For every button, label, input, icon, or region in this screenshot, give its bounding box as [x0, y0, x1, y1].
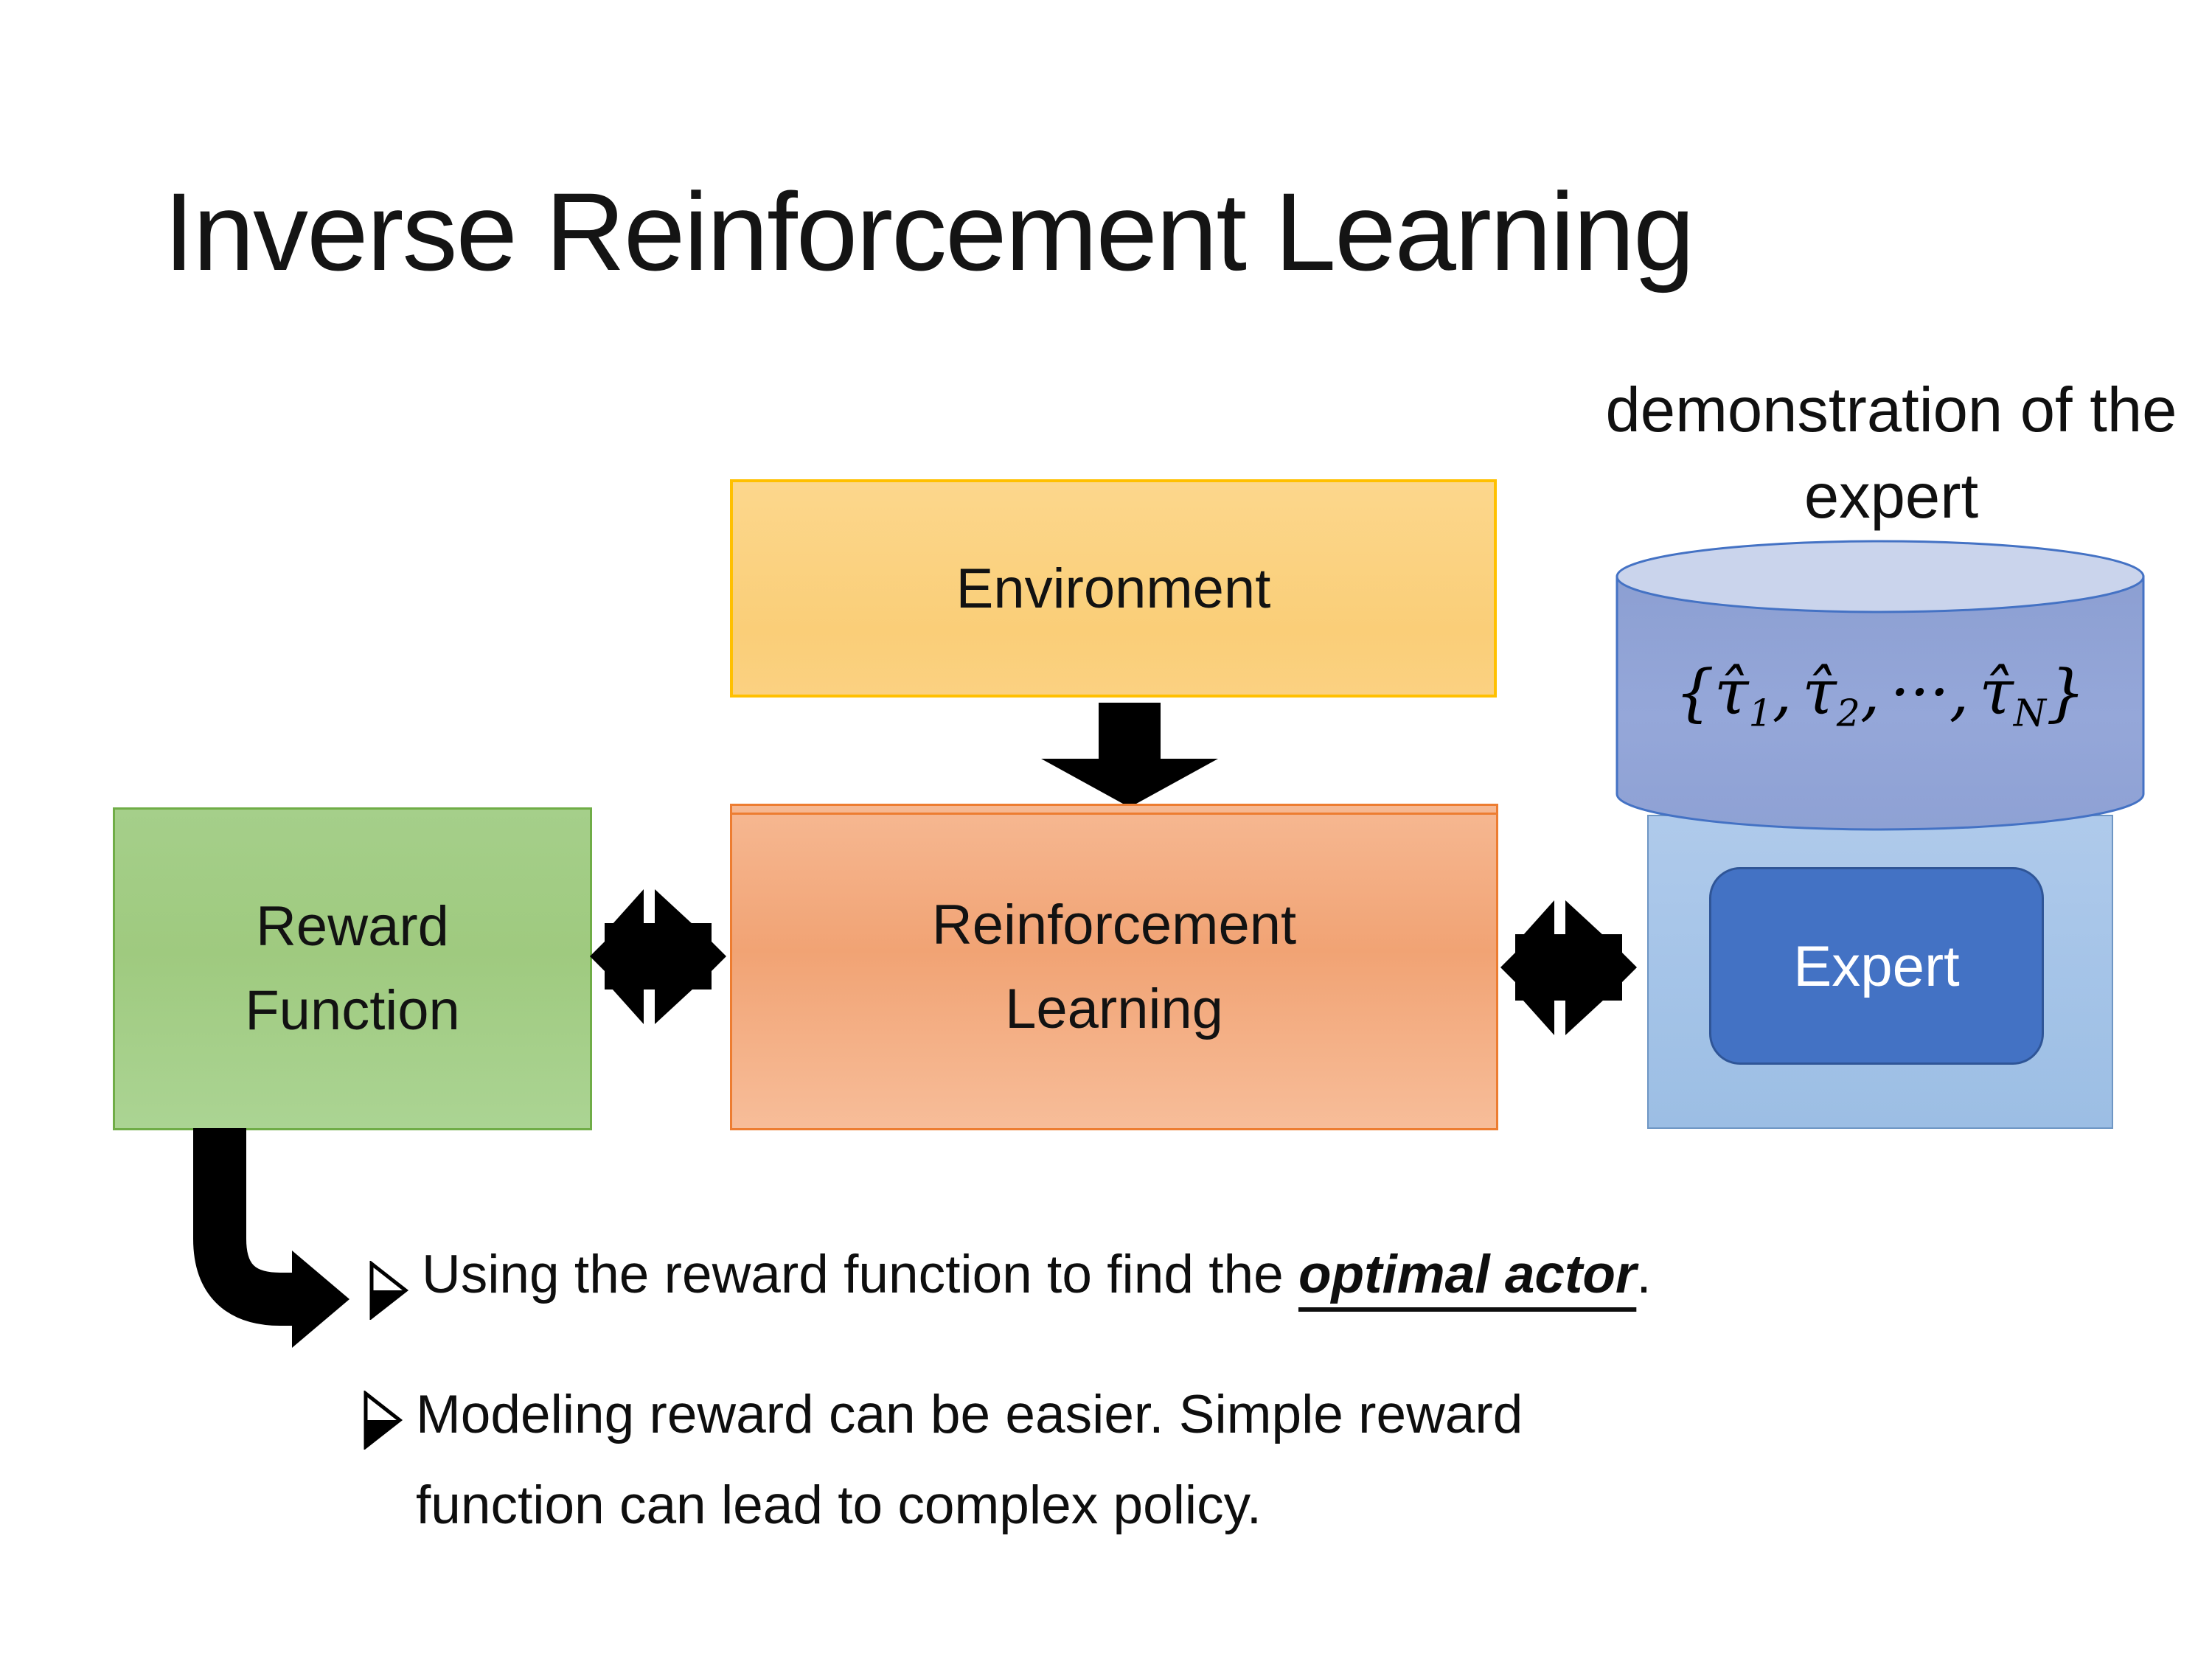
environment-box: Environment [730, 479, 1497, 698]
expert-label: Expert [1793, 933, 1960, 998]
formula-open-brace: { [1674, 656, 1715, 728]
formula-tau-1: τ̂ [1714, 656, 1749, 728]
formula-sub-1: 1 [1748, 691, 1773, 735]
reinforcement-learning-label-line2: Learning [1005, 977, 1223, 1040]
optimal-actor-emphasis: optimal actor [1298, 1245, 1637, 1304]
bullet-1-pre: Using the reward function to find the [422, 1245, 1298, 1304]
reinforcement-learning-box: Reinforcement Learning [730, 804, 1498, 1130]
bullet-1-post: . [1636, 1245, 1652, 1304]
reward-function-label-line1: Reward [256, 895, 449, 958]
arrowhead-bullet-icon [369, 1261, 409, 1320]
bullet-text-1: Using the reward function to find the op… [422, 1239, 1652, 1320]
double-arrow-right-icon [1500, 900, 1637, 1035]
expert-box: Expert [1709, 867, 2044, 1065]
database-cylinder-icon [1615, 540, 2145, 831]
formula-tau-n: τ̂ [1979, 656, 2014, 728]
environment-label: Environment [956, 557, 1271, 620]
bullet-item-optimal-actor: Using the reward function to find the op… [369, 1239, 1652, 1320]
formula-dots: ··· [1890, 656, 1950, 728]
demonstration-set-formula: {τ̂1,τ̂2,···,τ̂N} [1615, 656, 2146, 735]
formula-comma-3: , [1949, 656, 1969, 728]
bullet-text-2: Modeling reward can be easier. Simple re… [416, 1370, 1523, 1551]
reinforcement-learning-label-line1: Reinforcement [931, 893, 1297, 956]
formula-comma-1: , [1772, 656, 1792, 728]
demonstration-label: demonstration of the expert [1605, 375, 2177, 532]
formula-sub-n: N [2013, 691, 2046, 735]
formula-tau-2: τ̂ [1802, 656, 1837, 728]
bullet-item-modeling-reward: Modeling reward can be easier. Simple re… [363, 1370, 1523, 1551]
elbow-arrow-icon [193, 1128, 349, 1348]
arrowhead-bullet-icon [364, 1391, 403, 1450]
page-title: Inverse Reinforcement Learning [164, 170, 1694, 293]
double-arrow-left-icon [590, 889, 726, 1024]
bullet-2-line1: Modeling reward can be easier. Simple re… [416, 1385, 1523, 1444]
formula-comma-2: , [1860, 656, 1880, 728]
reward-function-label-line2: Function [245, 979, 460, 1042]
down-arrow-icon [1041, 703, 1218, 807]
formula-close-brace: } [2045, 656, 2086, 728]
bullet-2-line2: function can lead to complex policy. [416, 1475, 1262, 1535]
formula-sub-2: 2 [1836, 691, 1860, 735]
reward-function-box: Reward Function [113, 807, 592, 1130]
